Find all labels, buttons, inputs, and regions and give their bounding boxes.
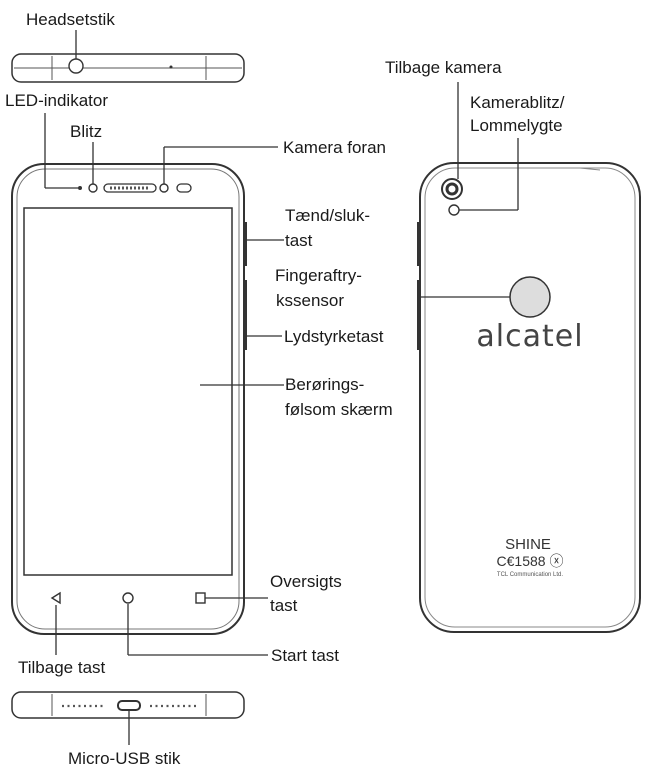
manufacturer-text: TCL Communication Ltd. bbox=[497, 572, 563, 578]
label-power-key-line2: tast bbox=[285, 231, 313, 250]
usb-port-icon bbox=[117, 700, 141, 711]
top-edge-view bbox=[11, 53, 245, 83]
headset-jack-icon bbox=[68, 58, 84, 74]
label-micro-usb: Micro-USB stik bbox=[68, 749, 181, 768]
leader-lines bbox=[44, 30, 519, 745]
label-touch-screen-line1: Berørings- bbox=[285, 375, 364, 394]
label-overview-key-line2: tast bbox=[270, 596, 298, 615]
camera-flash-icon bbox=[448, 204, 460, 216]
label-fingerprint-line1: Fingeraftry- bbox=[275, 266, 362, 285]
label-touch-screen-line2: følsom skærm bbox=[285, 400, 393, 419]
brand-logo: alcatel bbox=[476, 319, 583, 354]
label-power-key-line1: Tænd/sluk- bbox=[285, 206, 370, 225]
label-volume-key: Lydstyrketast bbox=[284, 327, 384, 346]
label-flash: Blitz bbox=[70, 122, 102, 141]
phone-front bbox=[11, 163, 247, 635]
label-overview-key-line1: Oversigts bbox=[270, 572, 342, 591]
label-front-camera: Kamera foran bbox=[283, 138, 386, 157]
phone-back: alcatel SHINE C€1588 ⓧ TCL Communication… bbox=[417, 162, 641, 633]
flash-icon bbox=[88, 183, 98, 193]
label-flash-torch-line2: Lommelygte bbox=[470, 116, 563, 135]
label-headset-jack: Headsetstik bbox=[26, 10, 115, 29]
label-back-key: Tilbage tast bbox=[18, 658, 106, 677]
front-camera-icon bbox=[159, 183, 169, 193]
label-fingerprint-line2: kssensor bbox=[276, 291, 344, 310]
back-key-icon bbox=[50, 591, 61, 605]
label-led-indicator: LED-indikator bbox=[5, 91, 108, 110]
front-screen bbox=[23, 207, 233, 576]
microphone-hole-icon bbox=[169, 65, 173, 69]
bottom-edge-view bbox=[11, 691, 245, 719]
certification-mark: C€1588 ⓧ bbox=[497, 553, 564, 569]
label-home-key: Start tast bbox=[271, 646, 339, 665]
fingerprint-sensor-icon bbox=[509, 276, 551, 318]
label-flash-torch-line1: Kamerablitz/ bbox=[470, 93, 565, 112]
label-rear-camera: Tilbage kamera bbox=[385, 58, 502, 77]
home-key-icon bbox=[122, 592, 134, 604]
model-name: SHINE bbox=[505, 536, 551, 553]
labels: Headsetstik LED-indikator Blitz Kamera f… bbox=[5, 10, 565, 768]
proximity-sensor-icon bbox=[176, 183, 192, 193]
led-indicator-icon bbox=[78, 186, 82, 190]
